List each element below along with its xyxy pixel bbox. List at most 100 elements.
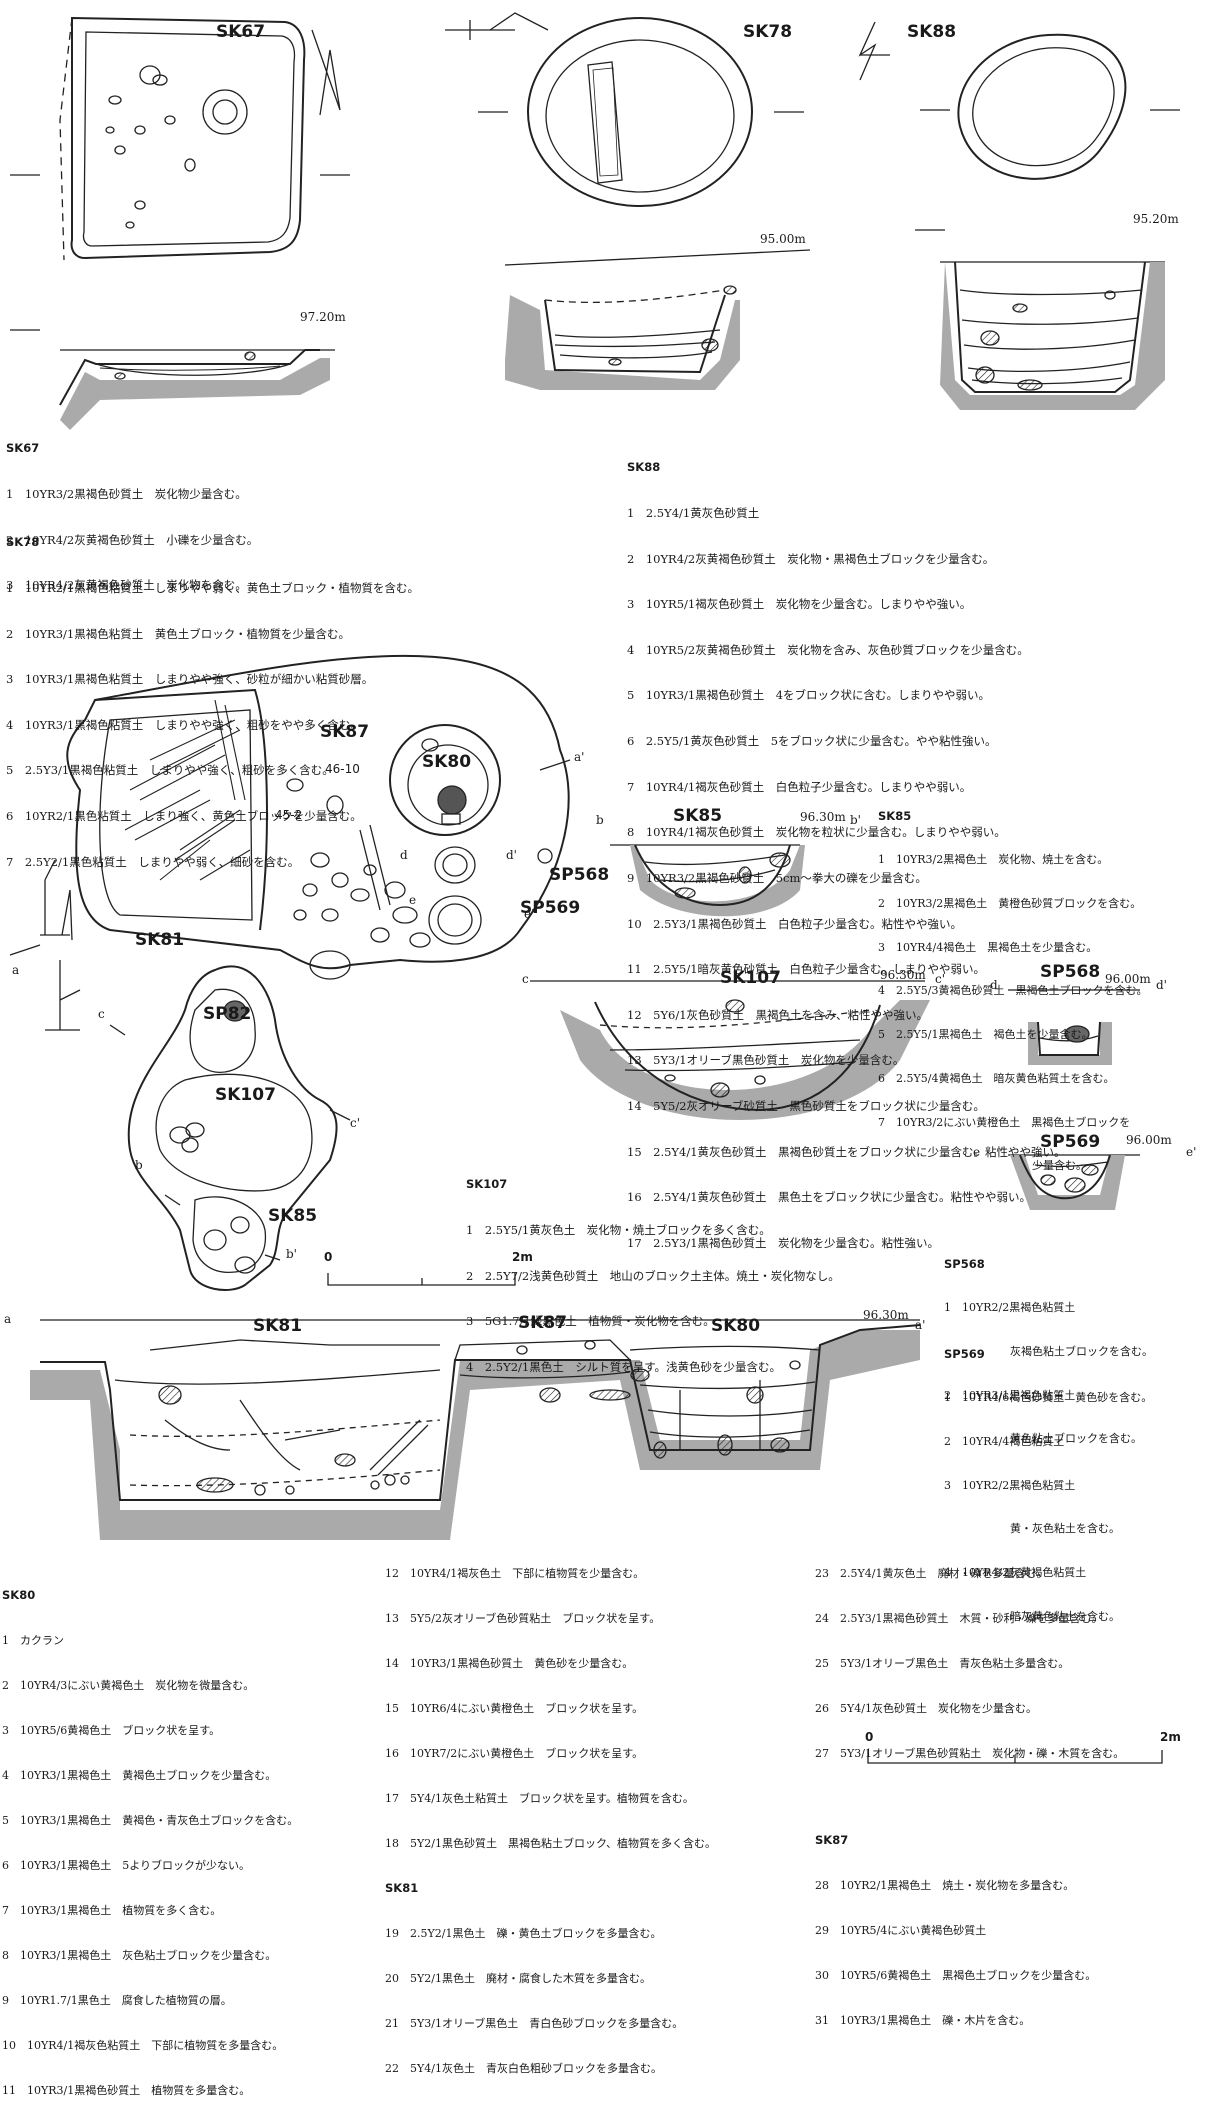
title-sp568-section: SP568	[1040, 962, 1101, 982]
legend-title: SK81	[385, 1881, 419, 1895]
legend-item: 2 2.5Y7/2浅黄色砂質土 地山のブロック土主体。焼土・炭化物なし。	[466, 1268, 840, 1283]
legend-item: 24 2.5Y3/1黒褐色砂質土 木質・砂利・礫を多量含む。	[815, 1612, 1103, 1625]
legend-item: 15 2.5Y4/1黄灰色砂質土 黒褐色砂質土をブロック状に少量含む。粘性やや強…	[627, 1144, 1066, 1159]
legend-title: SK88	[627, 460, 661, 475]
scale-1-zero: 0	[324, 1250, 333, 1264]
legend-item: 2 10YR3/1黒褐色粘質土	[944, 1388, 1076, 1402]
scale-bar-1	[327, 1273, 516, 1286]
legend-sk88: SK88 1 2.5Y4/1黄灰色砂質土 2 10YR4/2灰黄褐色砂質土 炭化…	[627, 430, 1066, 1266]
legend-item: 30 10YR5/6黄褐色土 黒褐色土ブロックを少量含む。	[815, 1969, 1097, 1982]
legend-item: 2 10YR4/3にぶい黄褐色土 炭化物を微量含む。	[2, 1679, 255, 1692]
point-c-section: c	[522, 972, 529, 986]
title-sk80: SK80	[422, 752, 472, 772]
legend-item: 11 10YR3/1黒褐色砂質土 植物質を多量含む。	[2, 2084, 251, 2097]
legend-item: 2 10YR3/1黒褐色粘質土 黄色土ブロック・植物質を少量含む。	[6, 626, 350, 641]
legend-item: 17 2.5Y3/1黒褐色砂質土 炭化物を少量含む。粘性強い。	[627, 1235, 940, 1250]
sk88-plan	[858, 21, 1180, 231]
elev-sp569: 96.00m	[1126, 1133, 1172, 1147]
scale-2-two: 2m	[1160, 1730, 1181, 1744]
legend-item: 11 2.5Y5/1暗灰黄色砂質土 白色粒子少量含む。しまりやや弱い。	[627, 962, 986, 977]
legend-item: 18 5Y2/1黒色砂質土 黒褐色粘土ブロック、植物質を多く含む。	[385, 1837, 716, 1850]
point-a-section: a	[4, 1312, 12, 1326]
legend-item: 2 10YR4/4褐色粘質土	[944, 1434, 1065, 1448]
point-d-prime-plan: d'	[506, 848, 517, 862]
legend-title: SK67	[6, 441, 40, 456]
legend-item: 10 2.5Y3/1黒褐色砂質土 白色粒子少量含む。粘性やや強い。	[627, 916, 963, 931]
legend-item: 5 2.5Y5/1黒褐色土 褐色土を少量含む。	[878, 1028, 1093, 1042]
point-b-plan: b	[135, 1158, 143, 1172]
legend-item: 16 2.5Y4/1黄灰色砂質土 黒色土をブロック状に少量含む。粘性やや弱い。	[627, 1190, 1032, 1205]
main-section	[30, 1319, 921, 1540]
legend-item: 4 10YR3/1黒褐色粘質土 しまりやや強く、粗砂をやや多く含む。	[6, 717, 362, 732]
point-e-prime-plan: e'	[524, 907, 535, 921]
legend-item: 17 5Y4/1灰色土粘質土 ブロック状を呈す。植物質を含む。	[385, 1792, 694, 1805]
legend-item: 3 10YR4/2灰黄褐色砂質土 炭化物を含む。	[6, 578, 247, 593]
point-b-prime-section: b'	[850, 813, 861, 827]
legend-sk80: SK80 1 カクラン 2 10YR4/3にぶい黄褐色土 炭化物を微量含む。 3…	[2, 1558, 298, 2113]
title-sp569: SP569	[520, 898, 581, 918]
legend-title: SK85	[878, 809, 912, 824]
legend-item: 25 5Y3/1オリーブ黒色土 青灰色粘土多量含む。	[815, 1657, 1070, 1670]
sk78-plan	[445, 12, 804, 207]
legend-item: 7 10YR3/2にぶい黄橙色土 黒褐色土ブロックを	[878, 1115, 1131, 1129]
legend-item: 1 10YR2/2黒褐色粘質土	[944, 1300, 1076, 1314]
legend-item: 3 10YR5/1褐灰色砂質土 炭化物を少量含む。しまりやや強い。	[627, 597, 972, 612]
point-a-plan: a	[12, 963, 20, 977]
legend-item: 14 10YR3/1黒褐色砂質土 黄色砂を少量含む。	[385, 1657, 634, 1670]
legend-item: 21 5Y3/1オリーブ黒色土 青白色砂ブロックを多量含む。	[385, 2017, 684, 2030]
legend-item: 12 10YR4/1褐灰色土 下部に植物質を少量含む。	[385, 1567, 645, 1580]
elev-sp568: 96.00m	[1105, 972, 1151, 986]
legend-item: 8 10YR4/1褐灰色砂質土 炭化物を粒状に少量含む。しまりやや弱い。	[627, 825, 1006, 840]
scale-2-zero: 0	[865, 1730, 874, 1744]
legend-item: 5 10YR3/1黒褐色砂質土 4をブロック状に含む。しまりやや弱い。	[627, 688, 991, 703]
title-sk81: SK81	[135, 930, 185, 950]
legend-item: 6 2.5Y5/1黄灰色砂質土 5をブロック状に少量含む。やや粘性強い。	[627, 734, 997, 749]
legend-item: 4 10YR4/2灰黄褐色粘質土	[944, 1566, 1087, 1580]
title-sp568: SP568	[549, 865, 610, 885]
legend-item: 13 5Y3/1オリーブ黒色砂質土 炭化物を少量含む。	[627, 1053, 905, 1068]
legend-title: SP569	[944, 1347, 985, 1362]
legend-item: 3 10YR5/6黄褐色土 ブロック状を呈す。	[2, 1724, 221, 1737]
legend-item: 5 2.5Y3/1黒褐色粘質土 しまりやや強く、粗砂を多く含む。	[6, 763, 334, 778]
point-a-prime-plan: a'	[574, 750, 585, 764]
legend-item: 4 2.5Y2/1黒色土 シルト質を呈す。浅黄色砂を少量含む。	[466, 1359, 782, 1374]
elev-main: 96.30m	[863, 1308, 909, 1322]
legend-item: 4 10YR5/2灰黄褐色砂質土 炭化物を含み、灰色砂質ブロックを少量含む。	[627, 642, 1029, 657]
legend-sp568: SP568 1 10YR2/2黒褐色粘質土 灰褐色粘土ブロックを含む。 2 10…	[944, 1228, 1153, 1462]
legend-item: 1 カクラン	[2, 1634, 64, 1647]
legend-title: SP568	[944, 1257, 985, 1272]
legend-item: 7 2.5Y2/1黒色粘質土 しまりやや弱く、細砂を含む。	[6, 854, 300, 869]
legend-item: 8 10YR3/1黒褐色土 灰色粘土ブロックを少量含む。	[2, 1949, 277, 1962]
legend-item: 20 5Y2/1黒色土 廃材・腐食した木質を多量含む。	[385, 1972, 651, 1985]
legend-item: 6 10YR3/1黒褐色土 5よりブロックが少ない。	[2, 1859, 251, 1872]
legend-item: 5 10YR3/1黒褐色土 黄褐色・青灰色土ブロックを含む。	[2, 1814, 299, 1827]
legend-item: 29 10YR5/4にぶい黄褐色砂質土	[815, 1924, 987, 1937]
legend-item: 28 10YR2/1黒褐色土 焼土・炭化物を多量含む。	[815, 1879, 1075, 1892]
legend-item: 3 5G1.7/1緑黒色土 植物質・炭化物を含む。	[466, 1314, 715, 1329]
title-sk85-section: SK85	[673, 806, 723, 826]
sk88-section	[940, 261, 1165, 410]
legend-item: 1 2.5Y4/1黄灰色砂質土	[627, 506, 760, 521]
legend-item: 22 5Y4/1灰色土 青灰白色粗砂ブロックを多量含む。	[385, 2062, 662, 2075]
legend-item: 1 10YR3/2黒褐色砂質土 炭化物少量含む。	[6, 487, 247, 502]
legend-item: 10 10YR4/1褐灰色粘質土 下部に植物質を多量含む。	[2, 2039, 284, 2052]
legend-item: 19 2.5Y2/1黒色土 礫・黄色土ブロックを多量含む。	[385, 1927, 662, 1940]
legend-item: 23 2.5Y4/1黄灰色土 廃材・礫を多量含む。	[815, 1567, 1048, 1580]
find-number: 45-2	[275, 808, 303, 822]
legend-item: 13 5Y5/2灰オリーブ色砂質粘土 ブロック状を呈す。	[385, 1612, 661, 1625]
legend-item: 14 5Y5/2灰オリーブ砂質土 黒色砂質土をブロック状に少量含む。	[627, 1098, 985, 1113]
legend-item: 26 5Y4/1灰色砂質土 炭化物を少量含む。	[815, 1702, 1037, 1715]
title-sk78: SK78	[743, 22, 793, 42]
legend-item: 1 10YR4/6褐色砂質土 黄色砂を含む。	[944, 1390, 1153, 1404]
point-c-prime-plan: c'	[350, 1116, 361, 1130]
main-plan	[9, 654, 571, 980]
title-sk87-section: SK87	[518, 1313, 568, 1333]
legend-item: 灰褐色粘土ブロックを含む。	[944, 1344, 1153, 1358]
legend-sk107: SK107 1 2.5Y5/1黄灰色土 炭化物・焼土ブロックを多く含む。 2 2…	[466, 1147, 840, 1390]
legend-item: 黄・灰色粘土を含む。	[944, 1522, 1120, 1536]
title-sp82: SP82	[203, 1004, 252, 1024]
sk78-section	[504, 249, 811, 390]
sp568-section	[1008, 989, 1140, 1065]
legend-item: 4 2.5Y5/3黄褐色砂質土 黒褐色土ブロックを含む。	[878, 984, 1148, 998]
find-number: 46-10	[325, 762, 360, 776]
